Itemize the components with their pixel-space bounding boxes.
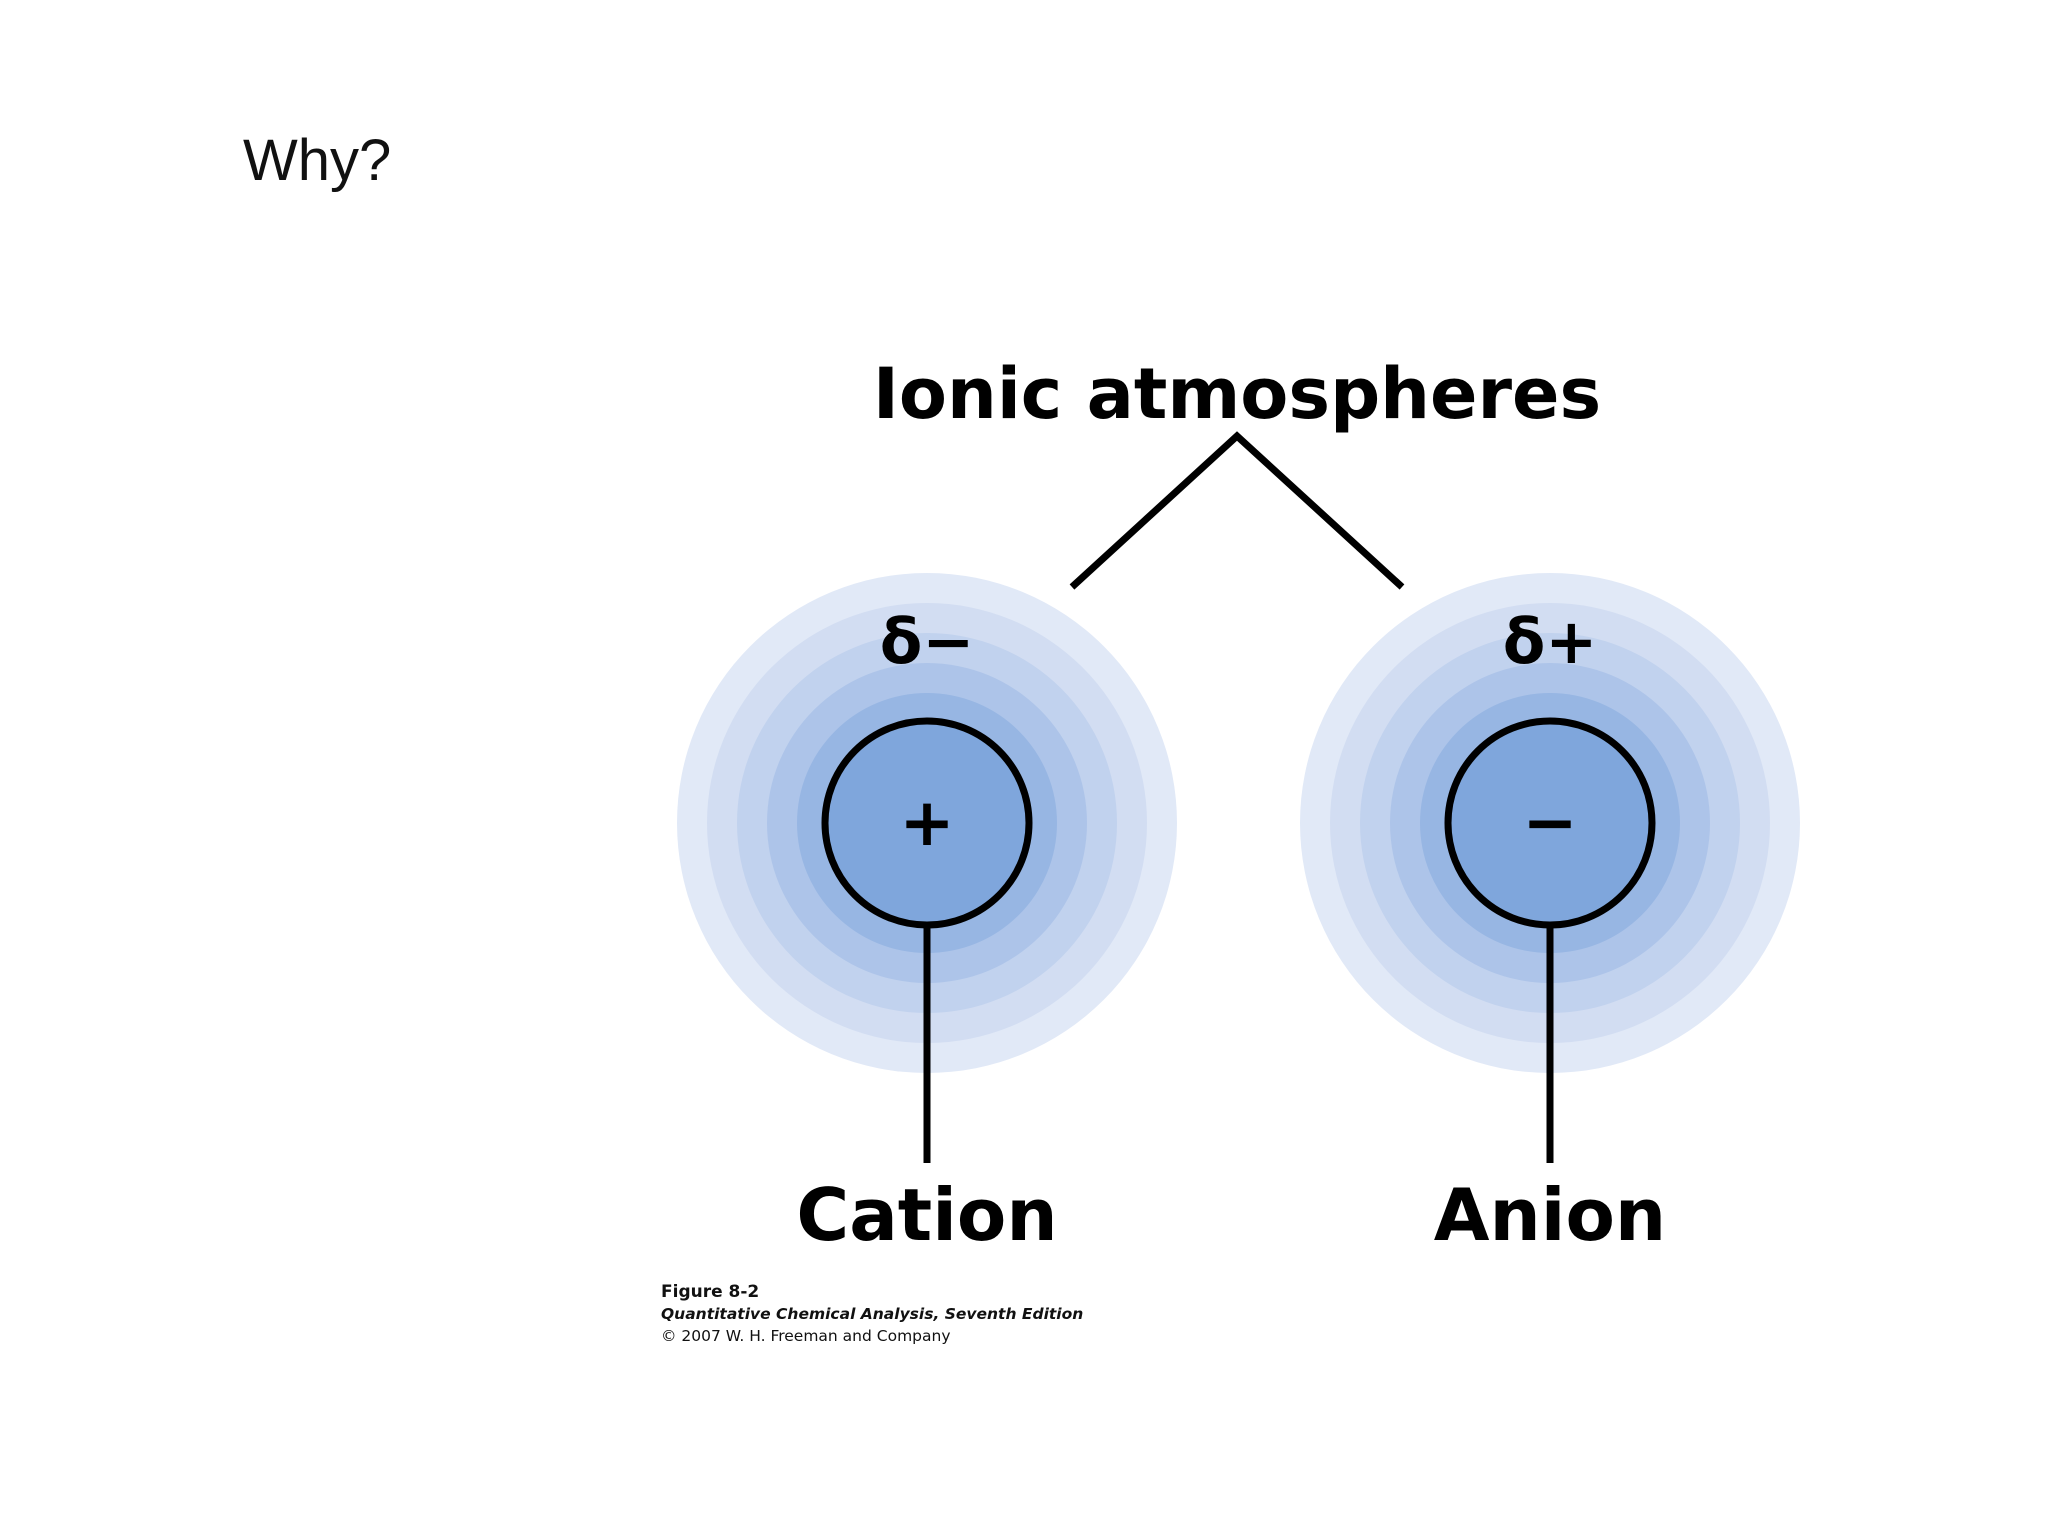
figure-caption: Figure 8-2 Quantitative Chemical Analysi… bbox=[661, 1281, 1083, 1347]
heading-connector-lines bbox=[1069, 431, 1405, 590]
cation-label: Cation bbox=[796, 1173, 1057, 1257]
slide-title: Why? bbox=[243, 128, 392, 193]
diagram-heading: Ionic atmospheres bbox=[873, 353, 1601, 435]
caption-copyright: © 2007 W. H. Freeman and Company bbox=[661, 1327, 951, 1345]
cation-charge: + bbox=[899, 784, 954, 861]
caption-book-title: Quantitative Chemical Analysis, Seventh … bbox=[661, 1305, 1084, 1323]
cation-atmosphere-charge: δ− bbox=[880, 605, 975, 678]
anion-label: Anion bbox=[1434, 1173, 1666, 1257]
caption-figure-number: Figure 8-2 bbox=[661, 1282, 760, 1302]
anion-atmosphere-charge: δ+ bbox=[1503, 605, 1598, 678]
anion-charge: − bbox=[1522, 784, 1577, 861]
